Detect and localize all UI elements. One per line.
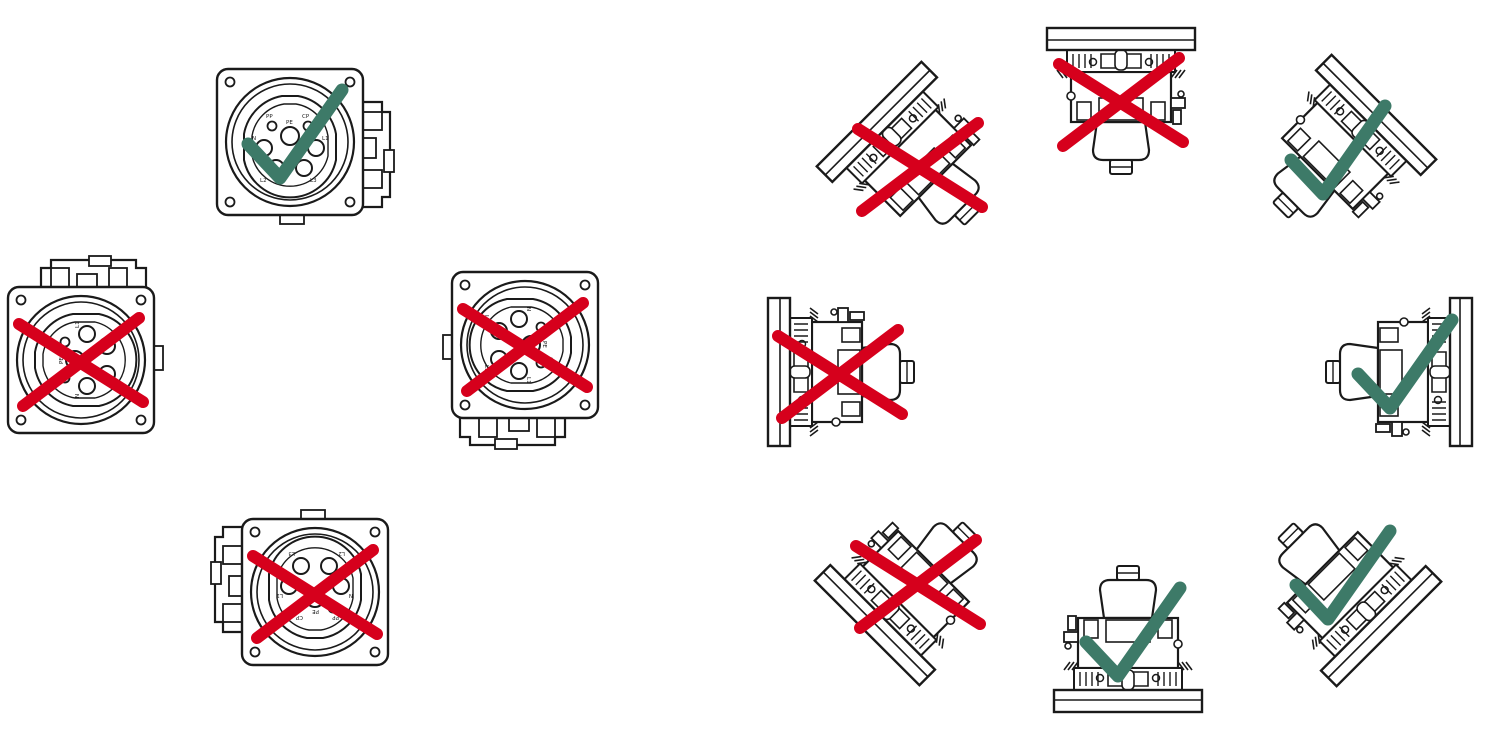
front-socket-top	[215, 67, 396, 226]
side-socket-drawing	[1227, 53, 1438, 264]
side-socket-top	[1045, 26, 1197, 176]
side-socket-right	[1324, 296, 1474, 448]
side-view-orientations	[766, 26, 1474, 714]
side-socket-top-right	[1227, 53, 1438, 264]
side-socket-bottom	[1052, 564, 1204, 714]
front-socket-left	[6, 254, 165, 435]
side-socket-top-left	[815, 60, 1026, 271]
front-socket-drawing	[441, 270, 600, 451]
side-socket-bottom-left	[813, 476, 1024, 687]
side-socket-drawing	[1232, 477, 1443, 688]
side-socket-bottom-right	[1232, 477, 1443, 688]
side-socket-left	[766, 296, 916, 448]
front-socket-bottom	[209, 508, 390, 667]
front-view-orientations	[6, 67, 600, 667]
front-socket-right	[441, 270, 600, 451]
